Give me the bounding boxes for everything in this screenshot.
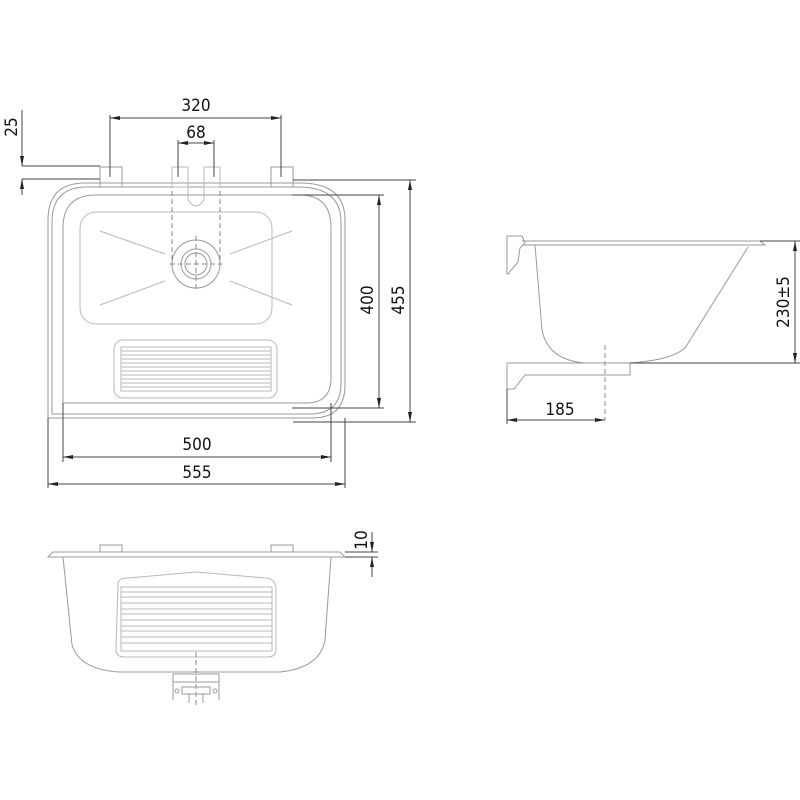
front-rim bbox=[46, 551, 347, 558]
bracket-right bbox=[270, 166, 294, 188]
bracket-left bbox=[99, 166, 123, 188]
side-bowl bbox=[534, 244, 749, 364]
top-view: 320 68 25 400 455 500 555 bbox=[2, 96, 416, 488]
side-rim bbox=[522, 240, 767, 246]
dim-68: 68 bbox=[186, 123, 205, 143]
wall-bracket-top bbox=[506, 235, 526, 275]
front-bowl bbox=[62, 556, 332, 673]
dim-320: 320 bbox=[181, 96, 210, 116]
drain-fitting-icon bbox=[172, 673, 220, 703]
front-washboard bbox=[115, 571, 277, 658]
dim-25: 25 bbox=[2, 117, 22, 136]
basin-floor bbox=[79, 211, 273, 325]
wall-bracket-bottom bbox=[506, 362, 631, 390]
dim-500: 500 bbox=[182, 435, 211, 455]
rim-outer bbox=[47, 182, 346, 419]
dim-400: 400 bbox=[358, 285, 378, 314]
dim-455: 455 bbox=[389, 285, 409, 314]
washboard bbox=[113, 339, 278, 399]
front-view: 10 bbox=[46, 530, 378, 705]
dim-185: 185 bbox=[545, 400, 574, 420]
dim-230: 230±5 bbox=[774, 276, 794, 328]
side-view: 230±5 185 bbox=[506, 235, 800, 424]
dim-555: 555 bbox=[182, 463, 211, 483]
rim-outer-2 bbox=[51, 186, 342, 415]
drain-icon bbox=[170, 236, 222, 292]
bowl-edge bbox=[62, 194, 332, 404]
dim-10: 10 bbox=[352, 530, 372, 549]
